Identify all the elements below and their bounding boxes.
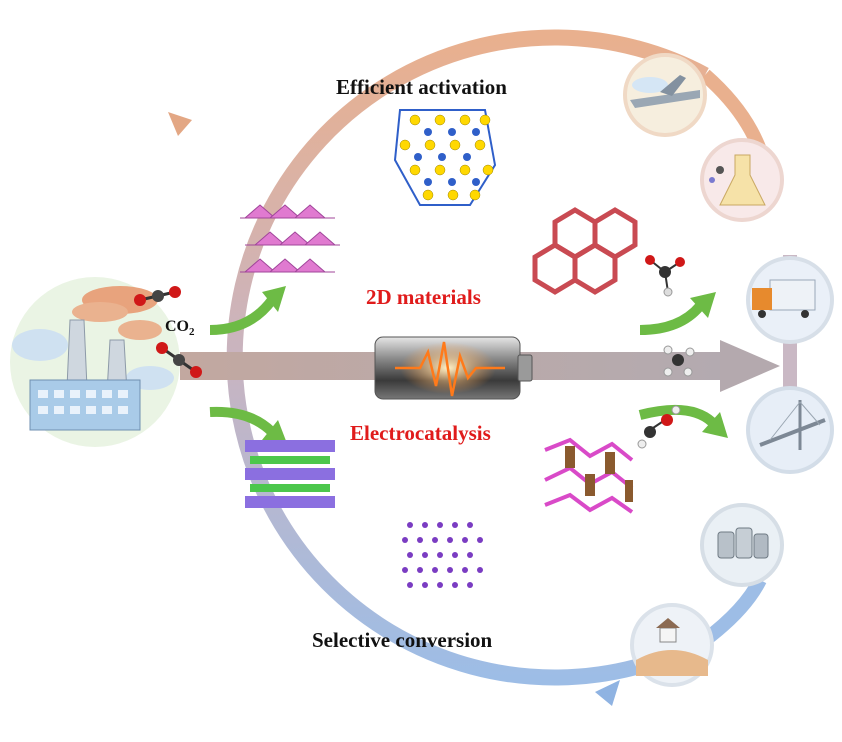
farm-field-icon: [630, 603, 714, 687]
green-arrow: [638, 404, 728, 438]
metal-organic-framework-material: [544, 437, 634, 514]
arc-arrowhead-bottom: [595, 680, 620, 706]
arc-arrowhead-top: [168, 112, 192, 136]
title-efficient-activation: Efficient activation: [336, 75, 507, 99]
green-arrow: [639, 292, 716, 335]
green-arrow: [209, 406, 288, 446]
factory-illustration: [10, 277, 180, 447]
methanol-molecule-icon: [637, 405, 681, 449]
co2-text: CO: [165, 318, 189, 335]
title-selective-conversion: Selective conversion: [312, 628, 493, 652]
layered-heterostructure-material: [245, 440, 335, 508]
oil-barrels-icon: [700, 503, 784, 587]
battery-icon: [374, 336, 533, 400]
airplane-icon: [623, 53, 707, 137]
co2-molecule-icon: [156, 342, 202, 378]
co2-subscript: 2: [189, 326, 195, 339]
co2-label: CO2: [165, 318, 195, 338]
formic-acid-molecule-icon: [645, 255, 685, 297]
green-arrow: [209, 286, 286, 335]
label-2d-materials: 2D materials: [366, 285, 481, 309]
purple-lattice-material: [402, 522, 483, 588]
hexagonal-lattice-material: [393, 109, 497, 206]
bridge-icon: [746, 386, 834, 474]
red-framework-material: [532, 207, 638, 295]
layered-triangle-material: [240, 204, 340, 273]
methane-molecule-icon: [663, 345, 695, 377]
chemistry-flask-icon: [700, 138, 784, 222]
label-electrocatalysis: Electrocatalysis: [350, 421, 491, 445]
co2-molecule-icon: [134, 286, 181, 306]
truck-icon: [746, 256, 834, 344]
